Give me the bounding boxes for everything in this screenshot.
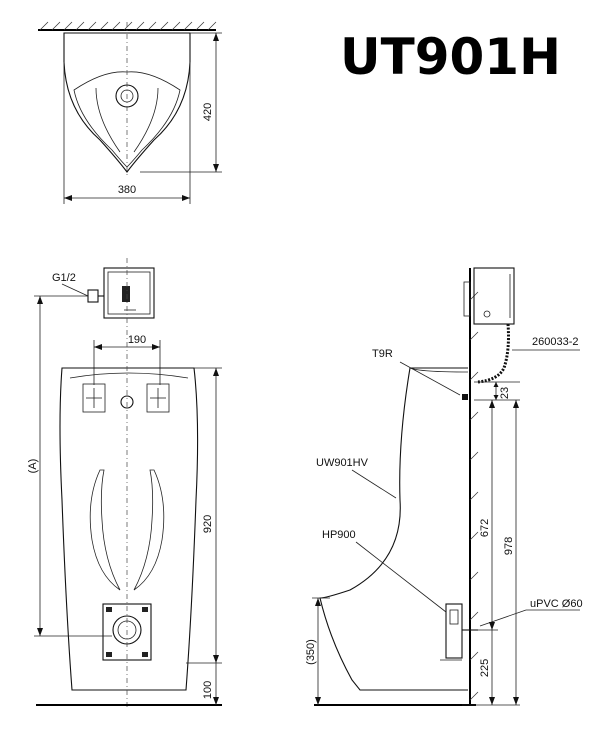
trap-label: HP900 <box>322 529 356 541</box>
sensor-window <box>122 286 130 302</box>
inlet-fitting <box>87 289 99 303</box>
top-view-groove-right <box>133 87 159 153</box>
dim-978-value: 978 <box>503 537 515 555</box>
depth-dimension-value: 420 <box>202 103 214 121</box>
side-trap <box>445 603 463 659</box>
pipe-label: uPVC Ø60 <box>530 598 583 610</box>
front-groove-left <box>89 469 121 591</box>
sensor-box-side <box>473 267 515 325</box>
top-view-bowl-outline <box>63 32 191 173</box>
top-view-groove-left <box>95 87 121 153</box>
height-a-dimension-value: (A) <box>27 459 39 474</box>
dim-225-value: 225 <box>479 659 491 677</box>
model-title: UT901H <box>340 28 561 86</box>
dim-23-value: 23 <box>499 387 511 399</box>
side-view-wall-hatch <box>469 291 479 701</box>
body-label: UW901HV <box>316 457 369 469</box>
front-view: G1/2 190 <box>27 258 222 708</box>
side-view-body-outline <box>319 367 468 691</box>
width-dimension-value: 380 <box>118 184 136 196</box>
body-height-dimension-value: 920 <box>202 515 214 533</box>
mounting-plate-left <box>82 383 106 413</box>
sensor-box-front <box>103 267 155 319</box>
sensor-label: T9R <box>372 348 393 360</box>
hose-label: 260033-2 <box>532 336 579 348</box>
mounting-plate-right <box>146 383 170 413</box>
sensor-spud <box>462 394 468 400</box>
base-height-dimension-value: 100 <box>202 681 214 699</box>
side-view: 260033-2 T9R UW901HV HP900 uPVC Ø60 <box>305 267 583 706</box>
spacing-dimension-value: 190 <box>128 334 146 346</box>
dim-350-value: (350) <box>305 639 317 665</box>
top-view-wall-hatch <box>39 21 217 31</box>
front-trap-plate <box>102 603 152 661</box>
top-view: 420 380 <box>38 21 222 204</box>
inlet-label: G1/2 <box>52 272 76 284</box>
flex-hose <box>477 323 510 384</box>
front-groove-right <box>133 469 165 591</box>
dim-672-value: 672 <box>479 519 491 537</box>
front-inlet-hole <box>120 395 134 409</box>
front-view-body-outline <box>59 367 199 691</box>
